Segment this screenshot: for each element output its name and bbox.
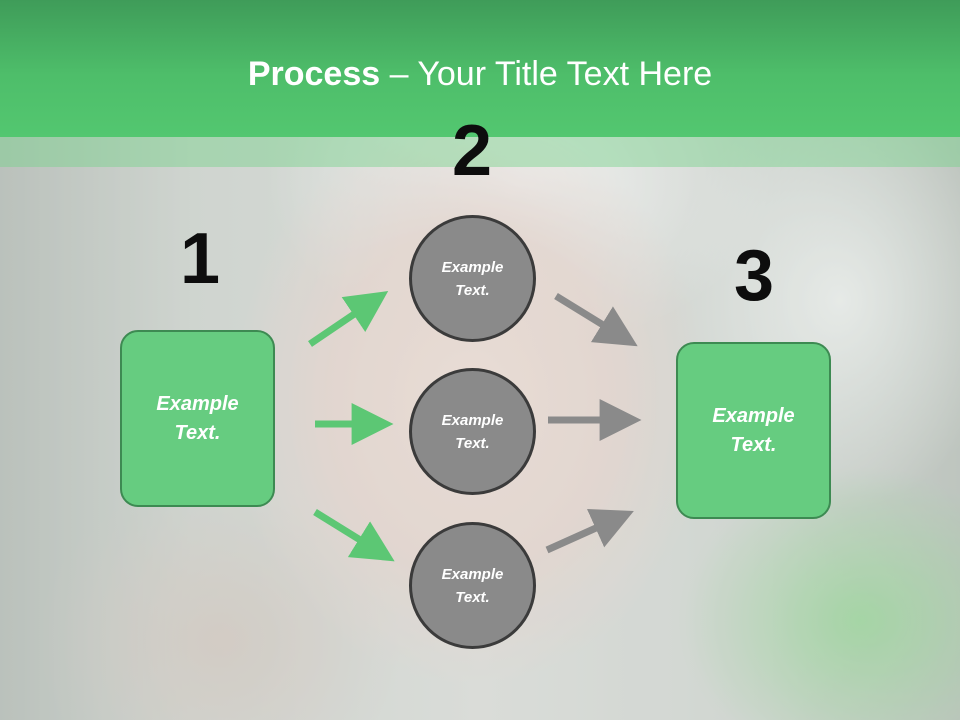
step-number-3: 3 (733, 236, 775, 316)
arrow-green-up (308, 291, 389, 347)
circle-bottom-text: Example Text. (441, 565, 504, 606)
step-2-circle-top: Example Text. (409, 215, 536, 342)
step-1-box: Example Text. (120, 330, 275, 507)
step-2-circle-bottom: Example Text. (409, 522, 536, 649)
slide-title: Process – Your Title Text Here (0, 52, 960, 96)
step-1-box-text: Example Text. (156, 392, 239, 444)
step-number-2: 2 (451, 111, 493, 191)
arrow-gray-down (554, 293, 638, 347)
title-bold: Process (247, 55, 381, 93)
title-band (0, 0, 960, 137)
circle-top-text: Example Text. (441, 258, 504, 299)
title-accent-strip (0, 137, 960, 167)
step-3-box-text: Example Text. (712, 404, 795, 456)
arrow-green-down (313, 509, 395, 562)
arrow-gray-up (545, 509, 634, 554)
step-number-1: 1 (179, 219, 221, 299)
step-2-circle-middle: Example Text. (409, 368, 536, 495)
circle-middle-text: Example Text. (441, 411, 504, 452)
step-3-box: Example Text. (676, 342, 831, 519)
title-rest: – Your Title Text Here (380, 55, 713, 93)
